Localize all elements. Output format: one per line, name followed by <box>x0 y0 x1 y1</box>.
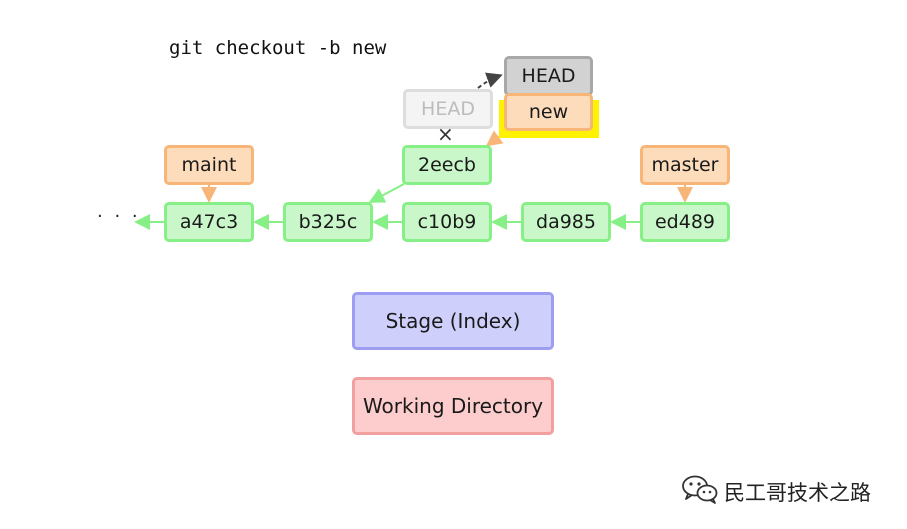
branch-master: master <box>640 145 730 185</box>
stage-index-area: Stage (Index) <box>352 292 554 350</box>
commit-ed489: ed489 <box>640 202 730 242</box>
branch-maint: maint <box>164 145 254 185</box>
arrow-head-move <box>477 72 503 89</box>
commit-a47c3: a47c3 <box>164 202 254 242</box>
branch-new: new <box>504 93 593 131</box>
head-label: HEAD <box>504 56 593 96</box>
commit-b325c: b325c <box>283 202 373 242</box>
commit-2eecb: 2eecb <box>402 145 492 185</box>
wechat-icon <box>680 473 720 510</box>
working-directory-area: Working Directory <box>352 377 554 435</box>
commit-c10b9: c10b9 <box>402 202 492 242</box>
watermark-text: 民工哥技术之路 <box>724 480 871 505</box>
commit-da985: da985 <box>521 202 611 242</box>
detached-cross-mark: × <box>437 122 454 146</box>
arrow-2eecb-to-b325c <box>368 183 405 203</box>
history-ellipsis: · · · <box>97 206 141 227</box>
watermark: 民工哥技术之路 <box>680 473 871 510</box>
previous-head-label: HEAD <box>403 89 493 129</box>
command-text: git checkout -b new <box>169 37 387 59</box>
